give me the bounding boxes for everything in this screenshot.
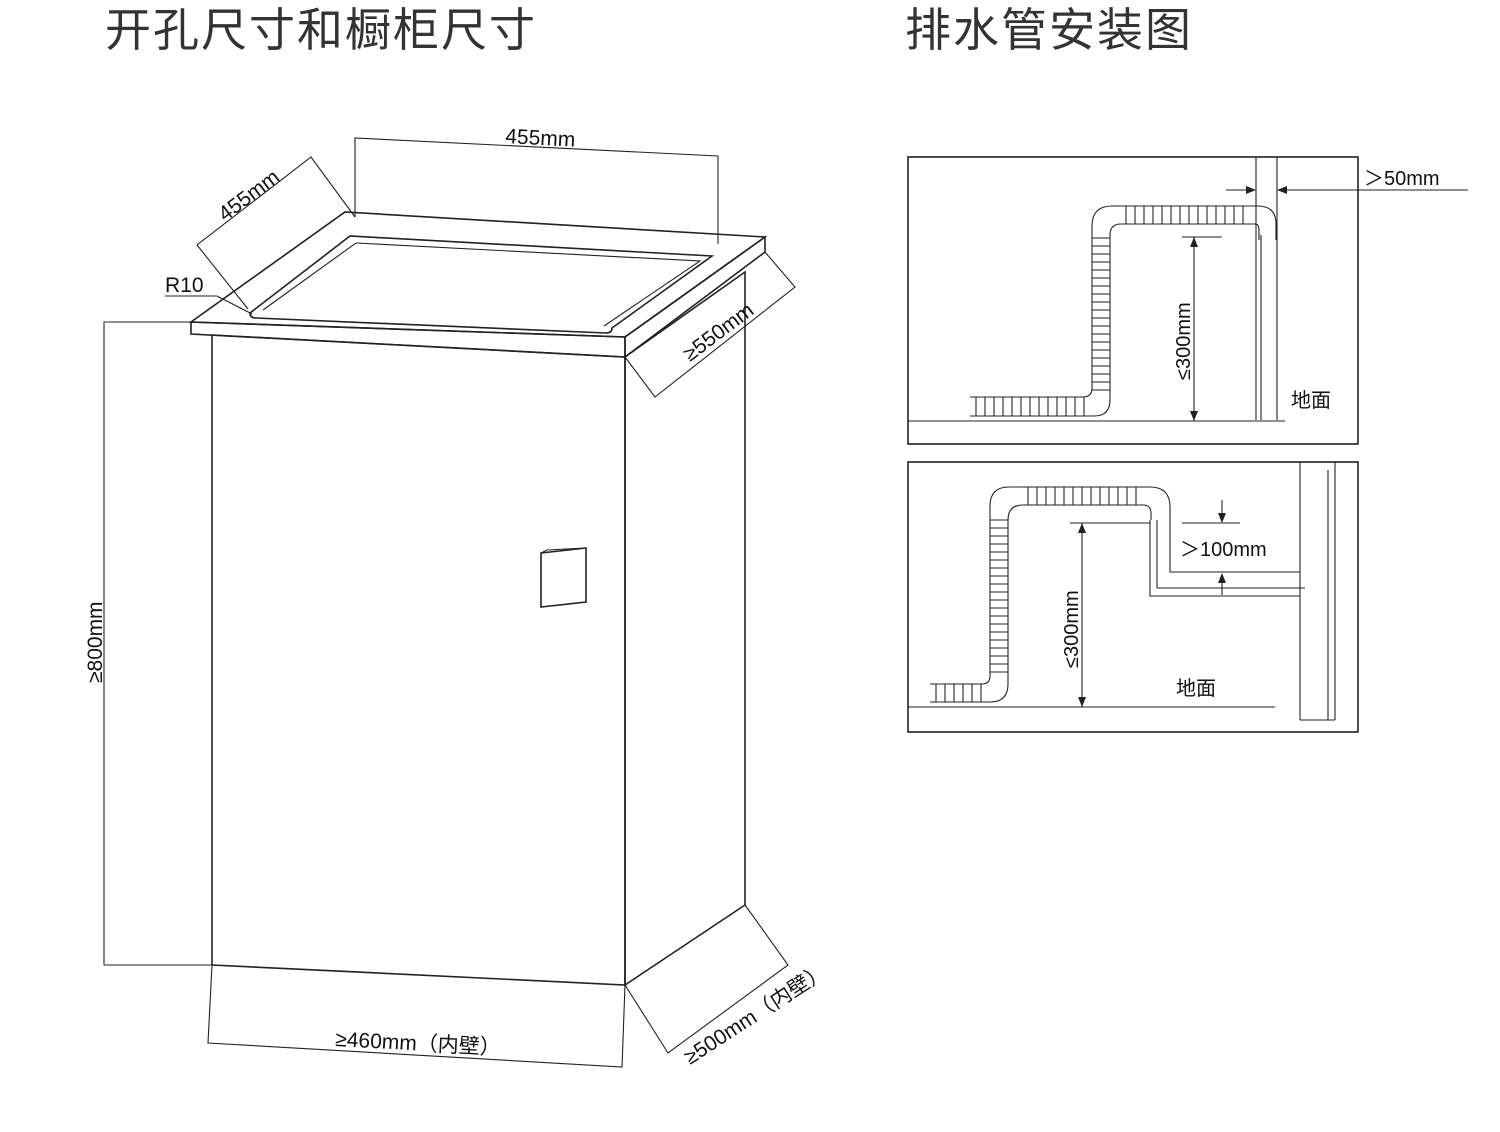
corner-radius-leader [216, 295, 253, 315]
dim-line-top-width [354, 137, 719, 244]
lower-hose-outer [930, 486, 1171, 685]
dim-line-inner-width [207, 964, 626, 1068]
label-lower-floor: 地面 [1176, 676, 1216, 700]
drain-diagram-lower: ＞100mm ≤300mm 地面 [907, 461, 1359, 733]
countertop-front-edge [190, 321, 626, 358]
label-top-depth: 455mm [214, 165, 284, 226]
dim-line-height [103, 321, 212, 966]
label-upper-gap: ＞50mm [1364, 168, 1440, 190]
dim-line-depth [624, 251, 796, 398]
cabinet-control-box [540, 547, 587, 608]
upper-hose-ribs [975, 206, 1244, 416]
cabinet-front-panel [211, 334, 626, 986]
label-inner-width: ≥460mm（内壁） [335, 1028, 502, 1060]
lower-drain-outer [1149, 520, 1300, 597]
drain-diagram-upper: ＞50mm ≤300mm 地面 [907, 156, 1468, 445]
cabinet-drawing: 455mm 455mm R10 ≥550mm ≥800mm ≥460mm（内壁）… [84, 125, 832, 1069]
label-top-width: 455mm [505, 125, 576, 152]
cabinet-side-panel [624, 270, 746, 987]
upper-height-arrow-top [1190, 237, 1198, 247]
label-upper-floor: 地面 [1291, 388, 1331, 412]
lower-gap-arrowhead-bottom [1218, 573, 1226, 583]
label-depth: ≥550mm [679, 299, 758, 366]
title-cabinet-dimensions: 开孔尺寸和橱柜尺寸 [105, 3, 537, 57]
dim-line-top-depth [196, 156, 356, 310]
upper-diagram-frame [907, 156, 1359, 445]
dim-line-inner-depth [624, 904, 789, 1054]
upper-hose-inner [970, 223, 1260, 417]
lower-diagram-frame [907, 461, 1359, 733]
sink-cutout [249, 235, 715, 334]
control-box-top [540, 547, 587, 554]
label-corner-radius: R10 [165, 274, 204, 297]
lower-height-arrow-top [1078, 523, 1086, 533]
lower-drain-inner [1169, 520, 1300, 573]
upper-hose-outer [970, 205, 1277, 398]
label-inner-depth: ≥500mm（内壁） [680, 960, 831, 1069]
upper-gap-arrowhead-right [1277, 186, 1287, 194]
sink-cutout-inner [262, 242, 702, 327]
upper-height-arrow-bottom [1190, 411, 1198, 421]
lower-hose-inner [930, 504, 1152, 703]
title-drain-installation: 排水管安装图 [905, 3, 1193, 57]
lower-gap-arrowhead-top [1218, 513, 1226, 523]
label-height: ≥800mm [84, 601, 107, 683]
label-lower-height: ≤300mm [1061, 590, 1083, 668]
lower-height-arrow-bottom [1078, 697, 1086, 707]
upper-gap-arrowhead-left [1246, 186, 1256, 194]
label-lower-gap: ＞100mm [1180, 539, 1267, 561]
lower-hose-ribs [935, 487, 1137, 702]
label-upper-height: ≤300mm [1173, 302, 1195, 380]
